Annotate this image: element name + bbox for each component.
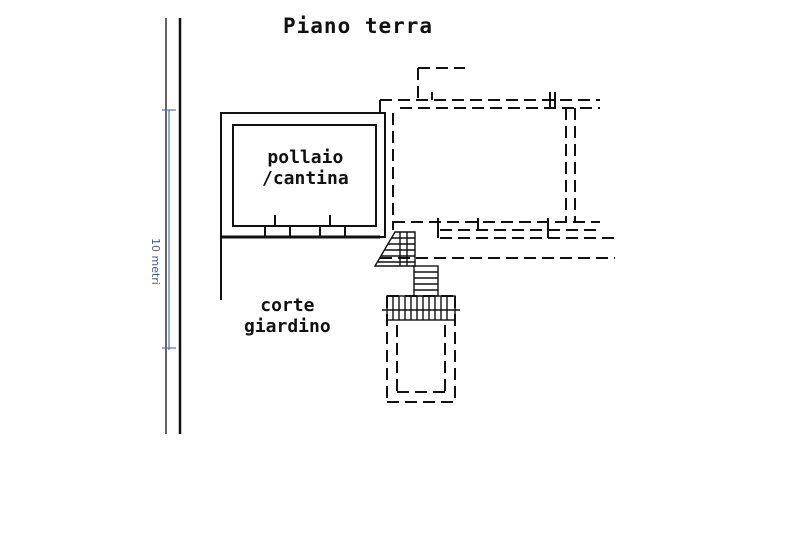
room-label-line: giardino <box>244 315 331 337</box>
page-title: Piano terra <box>283 14 434 38</box>
pollaio-building <box>220 112 386 300</box>
room-label-corte: corte giardino <box>244 295 331 337</box>
room-label-pollaio: pollaio /cantina <box>262 147 349 189</box>
room-label-line: corte <box>260 295 315 316</box>
wall-ticks <box>431 92 556 238</box>
room-label-line: /cantina <box>262 167 349 189</box>
scale-label: 10 metri <box>149 238 162 285</box>
stairs <box>373 231 460 321</box>
scale-bar <box>162 18 182 434</box>
main-house-dashed <box>379 67 615 403</box>
room-label-line: pollaio <box>267 147 344 168</box>
